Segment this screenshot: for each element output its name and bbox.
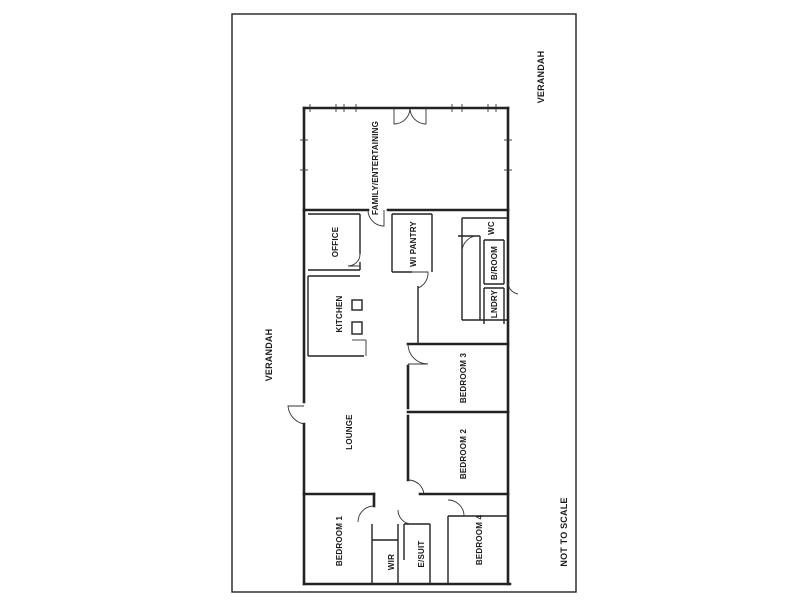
label-lounge: LOUNGE (345, 414, 354, 450)
label-family: FAMILY/ENTERTAINING (371, 121, 380, 215)
label-bathroom: B/ROOM (490, 246, 499, 280)
family-windows (300, 104, 512, 171)
label-verandah-left: VERANDAH (264, 329, 274, 382)
label-bedroom-1: BEDROOM 1 (335, 516, 344, 567)
label-office: OFFICE (331, 226, 340, 257)
label-not-to-scale: NOT TO SCALE (559, 497, 569, 566)
house-outline (302, 106, 512, 586)
label-bedroom-3: BEDROOM 3 (459, 353, 468, 404)
label-kitchen: KITCHEN (335, 296, 344, 333)
label-bedroom-2: BEDROOM 2 (459, 429, 468, 480)
verandah-boundary (231, 13, 577, 593)
label-ensuite: E/SUIT (417, 541, 426, 568)
french-doors (393, 107, 427, 125)
label-wi-pantry: WI PANTRY (409, 221, 418, 267)
label-wir: WIR (387, 554, 396, 570)
interior-walls (302, 208, 510, 584)
room-labels: VERANDAH VERANDAH NOT TO SCALE FAMILY/EN… (264, 51, 569, 570)
label-verandah-right: VERANDAH (536, 51, 546, 104)
label-laundry: LNDRY (490, 289, 499, 318)
label-bedroom-4: BEDROOM 4 (475, 515, 484, 566)
door-swings (287, 209, 519, 525)
label-wc: WC (487, 221, 496, 235)
